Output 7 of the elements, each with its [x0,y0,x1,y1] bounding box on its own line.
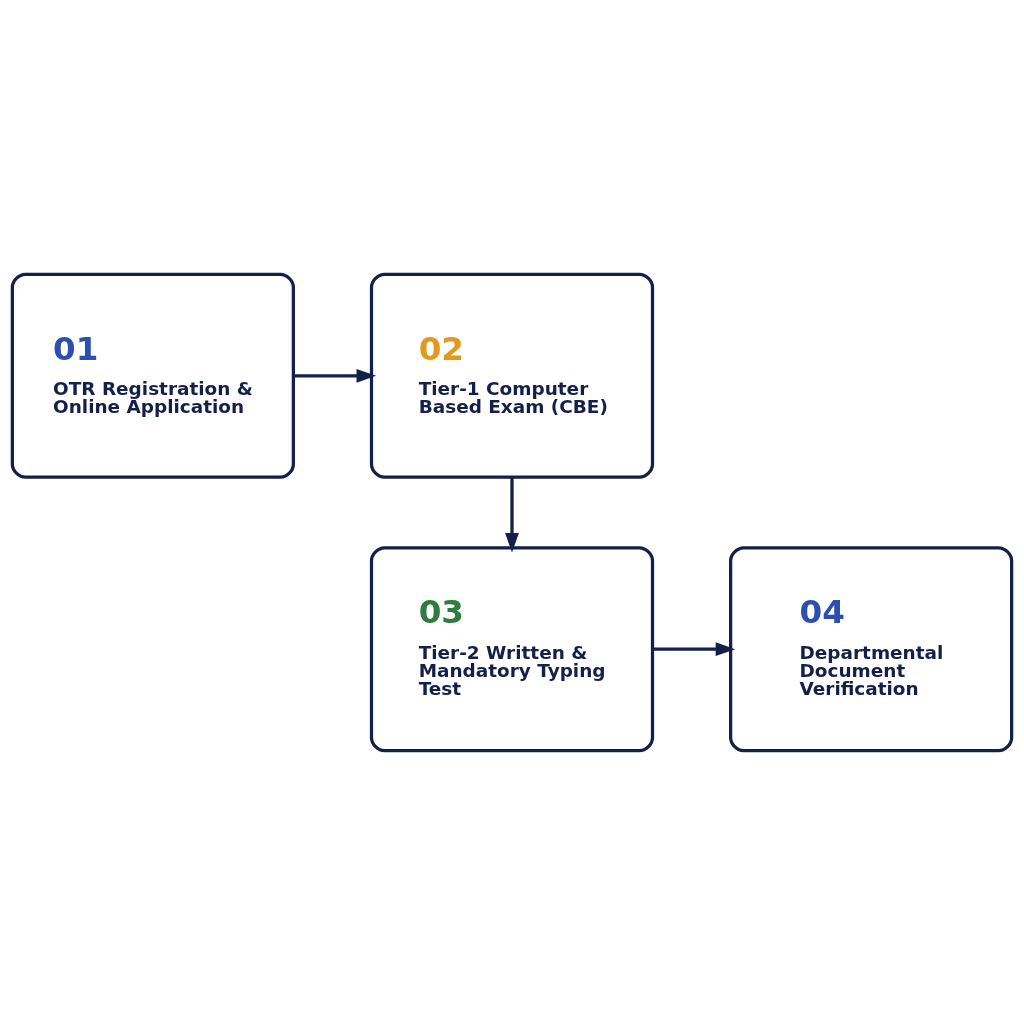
arrow [293,368,377,383]
node-box: 03 Tier-2 Written & Mandatory Typing Test [369,545,655,752]
arrow [505,477,519,553]
node-box: 04 Departmental Document Verification [729,545,1014,752]
node-box: 02 Tier-1 Computer Based Exam (CBE) [369,272,655,479]
arrow [652,641,736,656]
node-box: 01 OTR Registration & Online Application [10,272,295,479]
